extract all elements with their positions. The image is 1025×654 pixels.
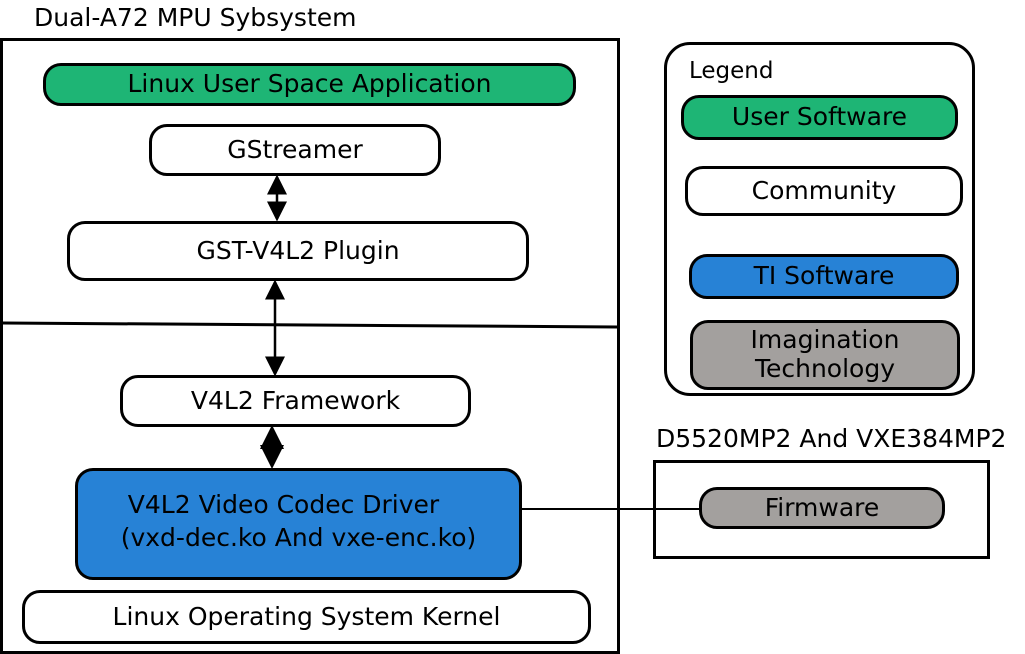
v4l2-video-codec-driver-block: V4L2 Video Codec Driver (vxd-dec.ko And … (75, 468, 522, 580)
legend-imagination-line2: Technology (754, 354, 896, 383)
codec-driver-label-line1: V4L2 Video Codec Driver (127, 490, 440, 520)
v4l2-framework-block: V4L2 Framework (120, 375, 471, 427)
mpu-subsystem-title: Dual-A72 MPU Sybsystem (34, 3, 357, 32)
legend-title: Legend (689, 58, 774, 84)
hw-title: D5520MP2 And VXE384MP2 (656, 424, 1007, 453)
gstreamer-label: GStreamer (227, 134, 363, 164)
gstreamer-block: GStreamer (149, 124, 441, 176)
user-space-application-label: Linux User Space Application (127, 69, 492, 99)
firmware-label: Firmware (764, 492, 880, 522)
gst-v4l2-plugin-block: GST-V4L2 Plugin (67, 221, 529, 281)
legend-ti-software: TI Software (689, 254, 959, 299)
mpu-subsystem-frame (0, 38, 620, 654)
hw-frame (653, 460, 990, 559)
legend-user-software: User Software (681, 95, 958, 140)
legend-community-label: Community (751, 175, 897, 205)
legend-ti-software-label: TI Software (753, 261, 895, 291)
linux-kernel-label: Linux Operating System Kernel (112, 601, 501, 631)
legend-imagination-technology: Imagination Technology (690, 320, 960, 390)
userspace-kernel-divider (2, 321, 618, 329)
v4l2-framework-label: V4L2 Framework (190, 385, 401, 415)
linux-kernel-block: Linux Operating System Kernel (22, 590, 591, 644)
legend-frame (664, 42, 975, 396)
user-space-application-block: Linux User Space Application (43, 63, 576, 106)
legend-community: Community (685, 166, 963, 216)
firmware-block: Firmware (699, 487, 945, 529)
legend-imagination-line1: Imagination (750, 325, 900, 355)
gst-v4l2-plugin-label: GST-V4L2 Plugin (196, 235, 400, 265)
codec-driver-label-line2: (vxd-dec.ko And vxe-enc.ko) (120, 523, 477, 552)
legend-user-software-label: User Software (731, 102, 908, 132)
